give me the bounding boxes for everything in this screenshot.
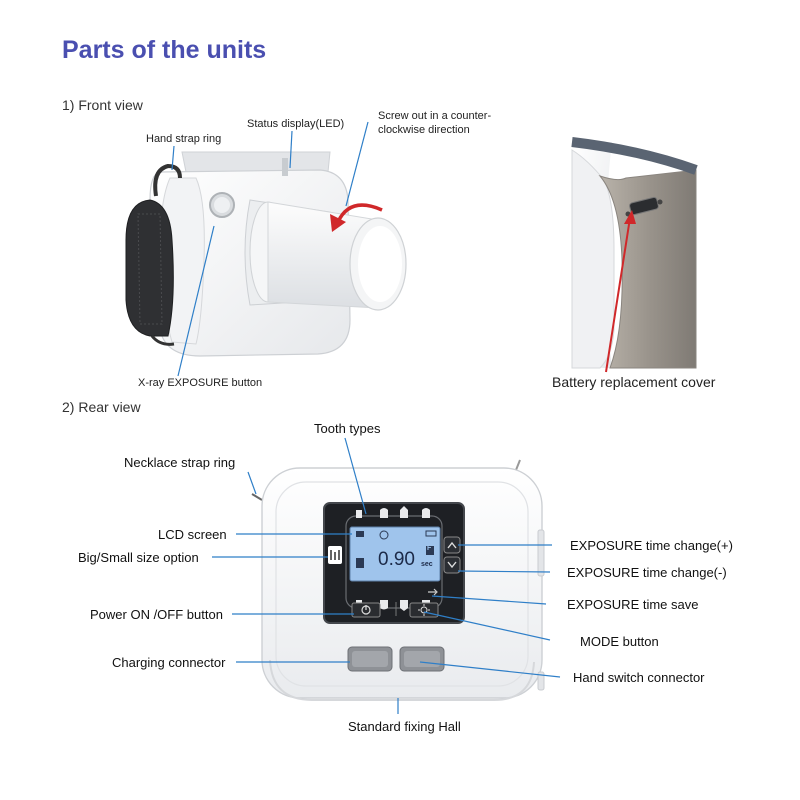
label-size-option: Big/Small size option (78, 550, 199, 565)
label-hand-strap-ring: Hand strap ring (146, 133, 222, 145)
lcd-value: 0.90 (378, 549, 415, 570)
label-time-minus: EXPOSURE time change(-) (567, 565, 727, 580)
front-view-heading: 1) Front view (62, 97, 143, 113)
label-hand-switch: Hand switch connector (573, 670, 705, 685)
rear-view-device (251, 459, 545, 701)
rear-callout-lines (212, 437, 561, 714)
chevron-up-icon[interactable] (443, 536, 461, 554)
front-view-device (125, 151, 407, 357)
label-status-display: Status display(LED) (247, 118, 345, 130)
page-title: Parts of the units (62, 36, 267, 64)
label-time-save: EXPOSURE time save (567, 597, 699, 612)
power-icon[interactable] (351, 602, 381, 618)
label-screw-out-line2: clockwise direction (378, 124, 470, 136)
label-screw-out-line1: Screw out in a counter- (378, 110, 492, 122)
lcd-unit: sec (421, 561, 433, 568)
tooth-type-icons (356, 506, 430, 611)
lcd-mode: F (427, 545, 432, 552)
label-time-plus: EXPOSURE time change(+) (570, 538, 733, 553)
sun-icon[interactable] (409, 602, 439, 618)
label-tooth-types: Tooth types (314, 421, 381, 436)
label-exposure-button: X-ray EXPOSURE button (138, 377, 263, 389)
battery-callout-arrow (605, 210, 636, 373)
label-charging-connector: Charging connector (112, 655, 226, 670)
label-battery-cover: Battery replacement cover (552, 374, 716, 390)
label-necklace-strap-ring: Necklace strap ring (124, 455, 236, 470)
rear-view-heading: 2) Rear view (62, 399, 141, 415)
label-lcd-screen: LCD screen (158, 527, 227, 542)
front-callout-lines (171, 121, 369, 377)
label-standard-fixing: Standard fixing Hall (348, 719, 461, 734)
label-power-button: Power ON /OFF button (90, 607, 223, 622)
battery-cover-device (571, 137, 698, 369)
label-mode-button: MODE button (580, 634, 659, 649)
chevron-down-icon[interactable] (443, 556, 461, 574)
